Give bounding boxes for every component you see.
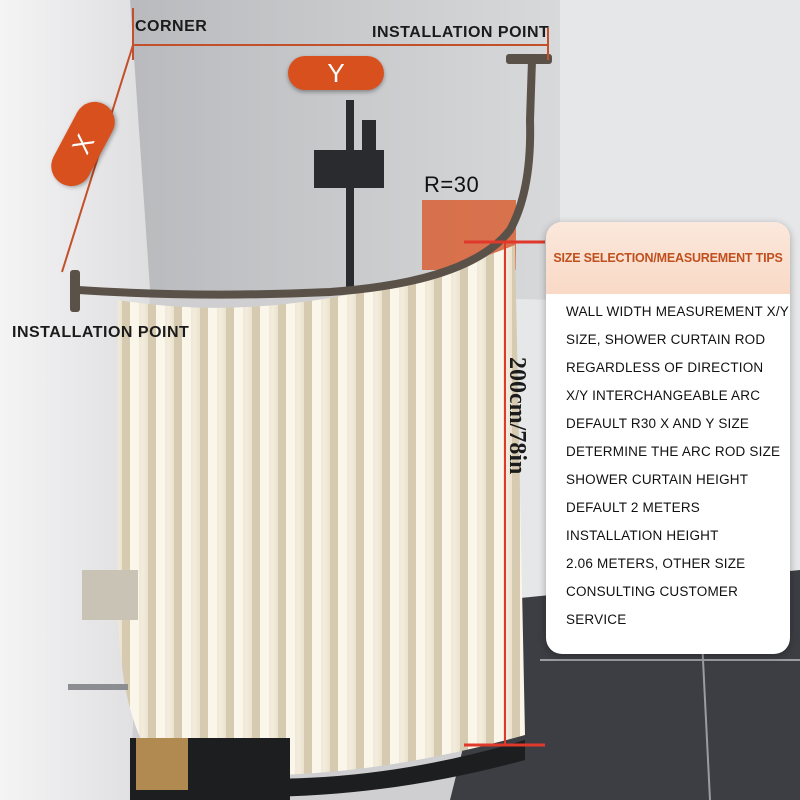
wooden-tray [136, 738, 188, 790]
tips-lines: WALL WIDTH MEASUREMENT X/Y SIZE, SHOWER … [546, 294, 790, 634]
tips-header: SIZE SELECTION/MEASUREMENT TIPS [546, 222, 790, 294]
tips-title: SIZE SELECTION/MEASUREMENT TIPS [553, 251, 783, 265]
tips-line: REGARDLESS OF DIRECTION [566, 360, 764, 375]
tips-line: X/Y INTERCHANGEABLE ARC [566, 388, 761, 403]
tips-line: SHOWER CURTAIN HEIGHT [566, 472, 749, 487]
radius-label: R=30 [424, 172, 480, 197]
tips-line: 2.06 METERS, OTHER SIZE [566, 556, 746, 571]
shower-pipe [346, 100, 354, 290]
tips-line: SIZE, SHOWER CURTAIN ROD [566, 332, 766, 347]
wall-mount-left [70, 270, 80, 312]
tips-line: INSTALLATION HEIGHT [566, 528, 719, 543]
y-dimension-badge: Y [288, 56, 384, 90]
bath-shelf [82, 570, 138, 620]
tips-line: DETERMINE THE ARC ROD SIZE [566, 444, 781, 459]
shower-bracket [362, 120, 376, 150]
curtain-rod [74, 56, 536, 299]
curtain [118, 245, 525, 776]
tips-line: WALL WIDTH MEASUREMENT X/Y [566, 304, 789, 319]
tips-line: DEFAULT R30 X AND Y SIZE [566, 416, 750, 431]
installation-point-left-label: INSTALLATION POINT [12, 324, 190, 341]
tips-line: SERVICE [566, 612, 627, 627]
corner-label: CORNER [135, 18, 208, 35]
height-label: 200cm/78in [504, 357, 530, 474]
bath-shelf-bar [68, 684, 128, 690]
tips-line: DEFAULT 2 METERS [566, 500, 700, 515]
tips-line: CONSULTING CUSTOMER [566, 584, 739, 599]
measurement-tips-card: SIZE SELECTION/MEASUREMENT TIPS WALL WID… [546, 222, 790, 654]
installation-point-top-label: INSTALLATION POINT [372, 24, 550, 41]
wall-mount-top [506, 54, 552, 64]
